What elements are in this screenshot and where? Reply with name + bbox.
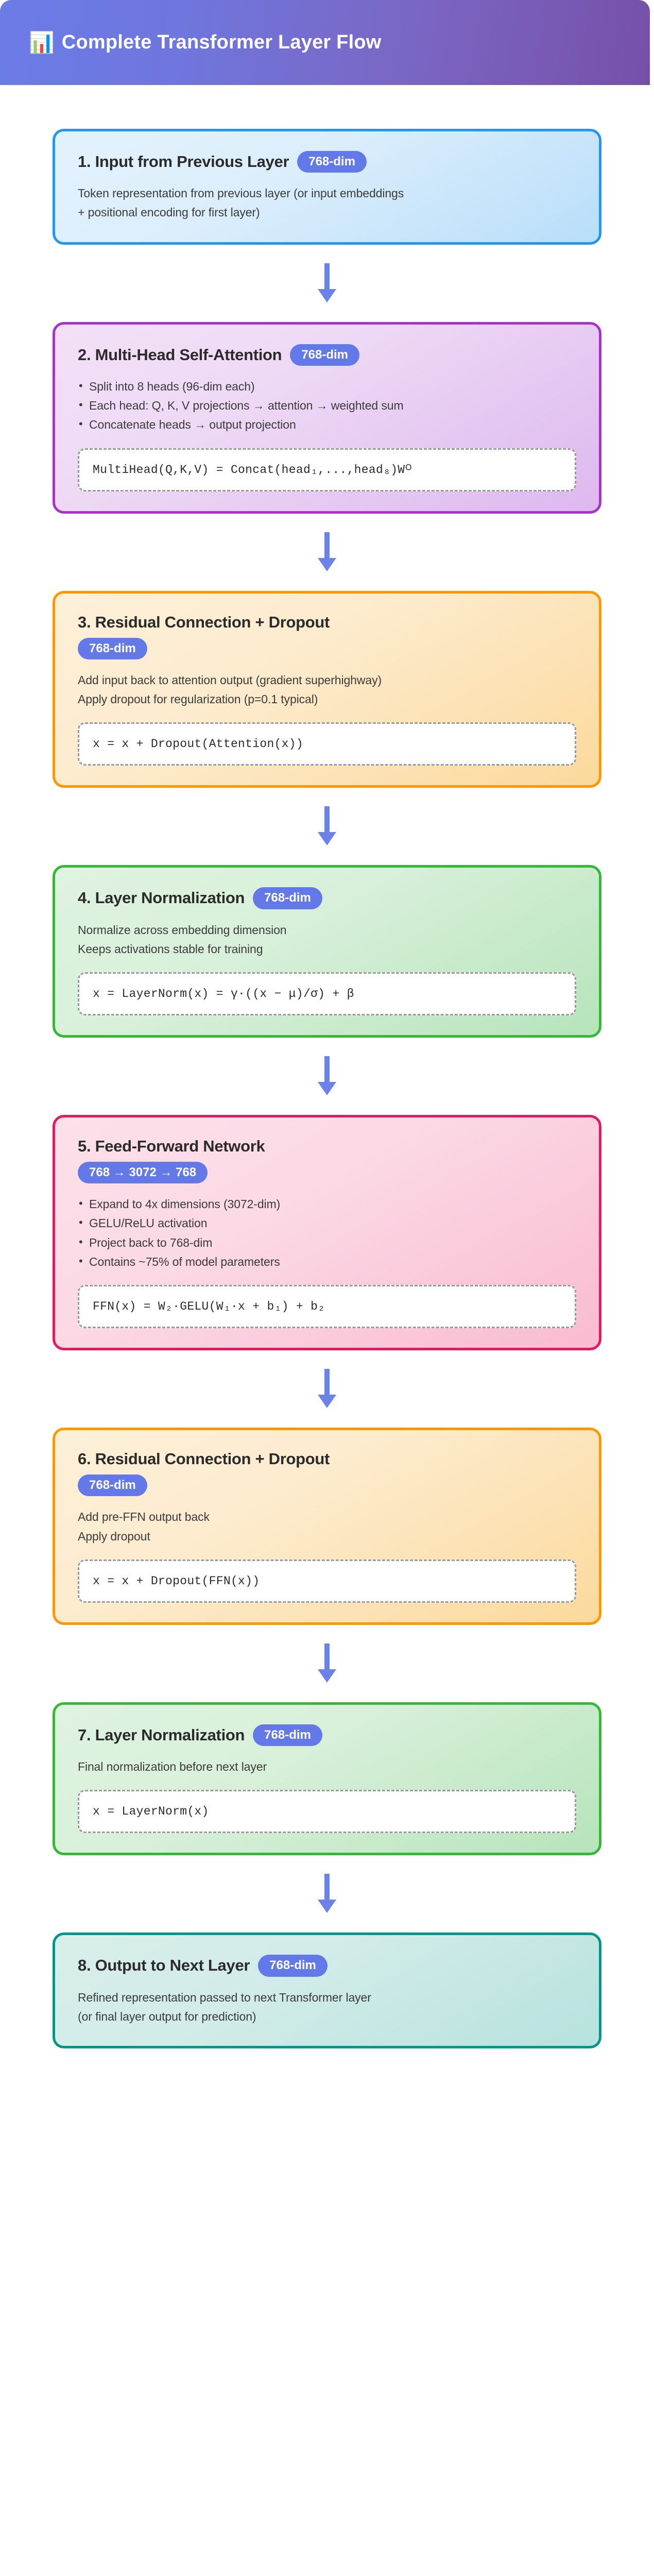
description-line: + positional encoding for first layer) (78, 206, 260, 219)
step-1-dimension-badge: 768-dim (297, 151, 367, 173)
step-2-formula: MultiHead(Q,K,V) = Concat(head₁,...,head… (78, 448, 576, 492)
list-item: Concatenate heads → output projection (78, 415, 576, 434)
step-5-description: Expand to 4x dimensions (3072-dim)GELU/R… (78, 1194, 576, 1272)
step-6-dimension-badge: 768-dim (78, 1475, 147, 1497)
step-5[interactable]: 5. Feed-Forward Network 768 → 3072 → 768E… (53, 1115, 601, 1351)
step-5-formula: FFN(x) = W₂·GELU(W₁·x + b₁) + b₂ (78, 1285, 576, 1329)
description-line: (or final layer output for prediction) (78, 2009, 256, 2023)
step-1-description: Token representation from previous layer… (78, 184, 576, 223)
step-2-dimension-badge: 768-dim (290, 344, 360, 366)
step-2-title: 2. Multi-Head Self-Attention (78, 345, 282, 364)
step-2-header: 2. Multi-Head Self-Attention 768-dim (78, 344, 576, 366)
step-3-header: 3. Residual Connection + Dropout 768-dim (78, 613, 576, 659)
list-item: Split into 8 heads (96-dim each) (78, 377, 576, 396)
flow-arrow-2 (53, 514, 601, 591)
step-2[interactable]: 2. Multi-Head Self-Attention 768-dimSplit… (53, 321, 601, 514)
step-7-description: Final normalization before next layer (78, 1757, 576, 1776)
step-5-header: 5. Feed-Forward Network 768 → 3072 → 768 (78, 1137, 576, 1184)
description-line: Token representation from previous layer… (78, 187, 404, 200)
page-title: Complete Transformer Layer Flow (61, 31, 382, 53)
step-7-title: 7. Layer Normalization (78, 1725, 245, 1744)
step-1-title: 1. Input from Previous Layer (78, 152, 289, 171)
flow-arrow-5 (53, 1350, 601, 1428)
page-header: 📊 Complete Transformer Layer Flow (0, 0, 650, 85)
step-4-dimension-badge: 768-dim (253, 887, 322, 909)
page-root: 📊 Complete Transformer Layer Flow 1. Inp… (0, 0, 654, 2084)
down-arrow-icon (318, 1874, 336, 1913)
list-item: Expand to 4x dimensions (3072-dim) (78, 1194, 576, 1214)
description-line: Add input back to attention output (grad… (78, 673, 382, 687)
step-5-title: 5. Feed-Forward Network (78, 1137, 265, 1155)
flow-arrow-1 (53, 245, 601, 322)
step-8-dimension-badge: 768-dim (258, 1955, 328, 1977)
step-4-header: 4. Layer Normalization 768-dim (78, 887, 576, 909)
step-7-dimension-badge: 768-dim (253, 1724, 322, 1747)
step-4-title: 4. Layer Normalization (78, 889, 245, 907)
description-line: Normalize across embedding dimension (78, 923, 287, 937)
list-item: Contains ~75% of model parameters (78, 1252, 576, 1272)
description-line: Apply dropout (78, 1529, 150, 1543)
list-item: Project back to 768-dim (78, 1233, 576, 1252)
flow-arrow-6 (53, 1625, 601, 1702)
list-item: Each head: Q, K, V projections → attenti… (78, 396, 576, 415)
flow-arrow-4 (53, 1038, 601, 1115)
description-line: Final normalization before next layer (78, 1760, 267, 1774)
step-3-description: Add input back to attention output (grad… (78, 671, 576, 709)
step-6-title: 6. Residual Connection + Dropout (78, 1450, 330, 1468)
flow-arrow-3 (53, 788, 601, 865)
step-6-formula: x = x + Dropout(FFN(x)) (78, 1559, 576, 1603)
down-arrow-icon (318, 532, 336, 571)
step-7-header: 7. Layer Normalization 768-dim (78, 1724, 576, 1747)
step-3-dimension-badge: 768-dim (78, 637, 147, 659)
description-line: Add pre-FFN output back (78, 1510, 210, 1524)
step-4-formula: x = LayerNorm(x) = γ·((x − μ)/σ) + β (78, 972, 576, 1015)
step-3-title: 3. Residual Connection + Dropout (78, 613, 330, 631)
down-arrow-icon (318, 1369, 336, 1409)
down-arrow-icon (318, 1056, 336, 1095)
step-5-dimension-badge: 768 → 3072 → 768 (78, 1162, 208, 1184)
description-line: Refined representation passed to next Tr… (78, 1990, 371, 2004)
step-2-description: Split into 8 heads (96-dim each)Each hea… (78, 377, 576, 435)
down-arrow-icon (318, 263, 336, 302)
step-8-description: Refined representation passed to next Tr… (78, 1988, 576, 2027)
bar-chart-icon: 📊 (29, 31, 55, 54)
description-line: Apply dropout for regularization (p=0.1 … (78, 692, 318, 706)
step-3-formula: x = x + Dropout(Attention(x)) (78, 722, 576, 766)
step-7-formula: x = LayerNorm(x) (78, 1790, 576, 1834)
top-spacer (53, 85, 601, 129)
description-line: Keeps activations stable for training (78, 942, 263, 956)
step-1-header: 1. Input from Previous Layer 768-dim (78, 151, 576, 173)
down-arrow-icon (318, 1643, 336, 1683)
list-item: GELU/ReLU activation (78, 1213, 576, 1233)
step-6-header: 6. Residual Connection + Dropout 768-dim (78, 1450, 576, 1497)
down-arrow-icon (318, 806, 336, 846)
flow-arrow-7 (53, 1855, 601, 1933)
step-8-title: 8. Output to Next Layer (78, 1956, 250, 1975)
step-8-header: 8. Output to Next Layer 768-dim (78, 1955, 576, 1977)
